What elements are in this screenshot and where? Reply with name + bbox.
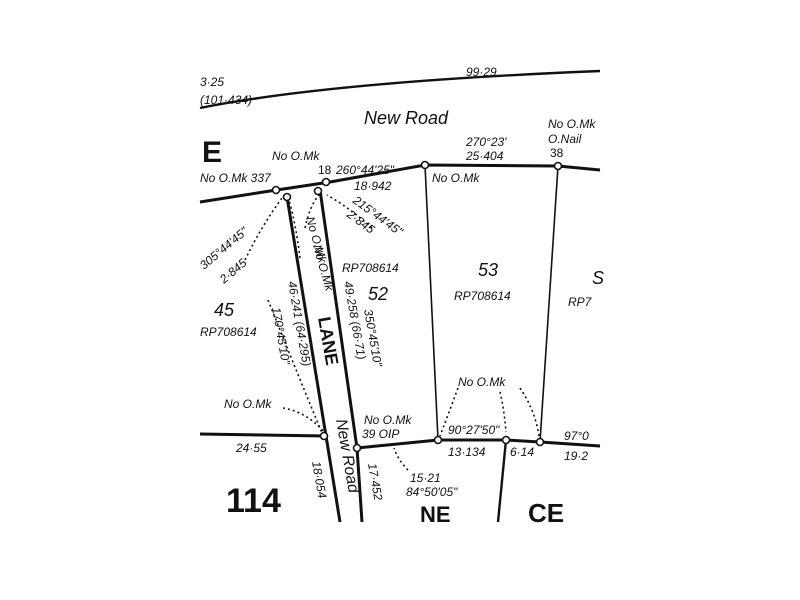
leader-2 xyxy=(326,194,373,229)
bearing-b12: 84°50'05" xyxy=(406,485,458,499)
road-top-label: New Road xyxy=(364,108,449,128)
bearing-b8-len: 19·2 xyxy=(564,449,588,463)
mark-rear-3 xyxy=(535,437,545,447)
bearing-b7: 90°27'50" xyxy=(448,423,500,437)
mark-38 xyxy=(553,161,563,171)
nomk-corner: No O.Mk xyxy=(548,117,596,131)
mark-337-label: No O.Mk 337 xyxy=(200,171,272,185)
mark-lane-east xyxy=(313,186,323,196)
partial-ne: NE xyxy=(420,502,451,527)
mark-rear-1 xyxy=(433,435,443,445)
lot-53-plan: RP708614 xyxy=(454,289,511,303)
leader-4 xyxy=(304,194,320,229)
mark-39 xyxy=(352,443,362,453)
lot-52-plan: RP708614 xyxy=(342,261,399,275)
mark-337 xyxy=(271,185,281,195)
mark-38-label: 38 xyxy=(550,146,564,160)
plan-sheet xyxy=(200,70,600,522)
lot-53: 53 xyxy=(478,260,498,280)
header-frag-c: 99·29 xyxy=(466,65,497,79)
bearing-b7-len: 13·134 xyxy=(448,445,486,459)
leader-1 xyxy=(244,197,283,261)
lot-52: 52 xyxy=(368,284,388,304)
leader-3 xyxy=(288,199,301,259)
partial-letter-s: S xyxy=(592,268,604,288)
bearing-b7-len2: 6·14 xyxy=(510,445,534,459)
dotted-leaders xyxy=(244,194,540,471)
bearing-b2: 270°23' xyxy=(465,135,507,149)
lot-114-boundary xyxy=(199,432,327,438)
partial-letter-e: E xyxy=(202,136,222,169)
bearing-b11-len: 17·452 xyxy=(365,462,385,502)
mark-new-road xyxy=(420,160,430,170)
lower-line-1 xyxy=(496,439,508,523)
partial-rp: RP7 xyxy=(568,295,593,309)
top-road-boundary xyxy=(199,69,601,110)
onail-label: O.Nail xyxy=(548,132,582,146)
header-frag-b: (101·434) xyxy=(200,93,252,107)
bearing-b8: 97°0 xyxy=(564,429,589,443)
mark-lane-sw xyxy=(319,431,329,441)
nomk-39: No O.Mk xyxy=(364,413,412,427)
lot-45-plan: RP708614 xyxy=(200,325,257,339)
header-frag-a: 3·25 xyxy=(200,75,224,89)
mark-18 xyxy=(321,177,331,187)
nomk-right: No O.Mk xyxy=(432,171,480,185)
leader-8 xyxy=(499,391,507,433)
bearing-b9-len: 24·55 xyxy=(235,441,267,455)
bearing-b12-len: 15·21 xyxy=(410,471,441,485)
bearing-b10-len: 18·054 xyxy=(309,460,329,500)
bearing-b2-len: 25·404 xyxy=(465,149,504,163)
leader-9 xyxy=(519,387,540,437)
lot-53-east-divider xyxy=(539,165,559,443)
road-frontage-line xyxy=(199,163,601,204)
lot-114: 114 xyxy=(226,482,281,520)
lot-52-53-divider xyxy=(424,164,439,441)
nomk-bottom: No O.Mk xyxy=(458,375,506,389)
bearing-b1: 260°44'25" xyxy=(335,163,395,177)
bearing-b1-len: 18·942 xyxy=(354,179,392,193)
mark-rear-2 xyxy=(501,435,511,445)
survey-marks xyxy=(271,160,563,453)
mark-splay xyxy=(282,192,292,202)
partial-ce: CE xyxy=(528,498,564,528)
oip-39: 39 OIP xyxy=(362,427,399,441)
nomk-top: No O.Mk xyxy=(272,149,320,163)
lot-45: 45 xyxy=(214,300,235,320)
mark-18-label: 18 xyxy=(318,163,332,177)
nomk-left: No O.Mk xyxy=(224,397,272,411)
